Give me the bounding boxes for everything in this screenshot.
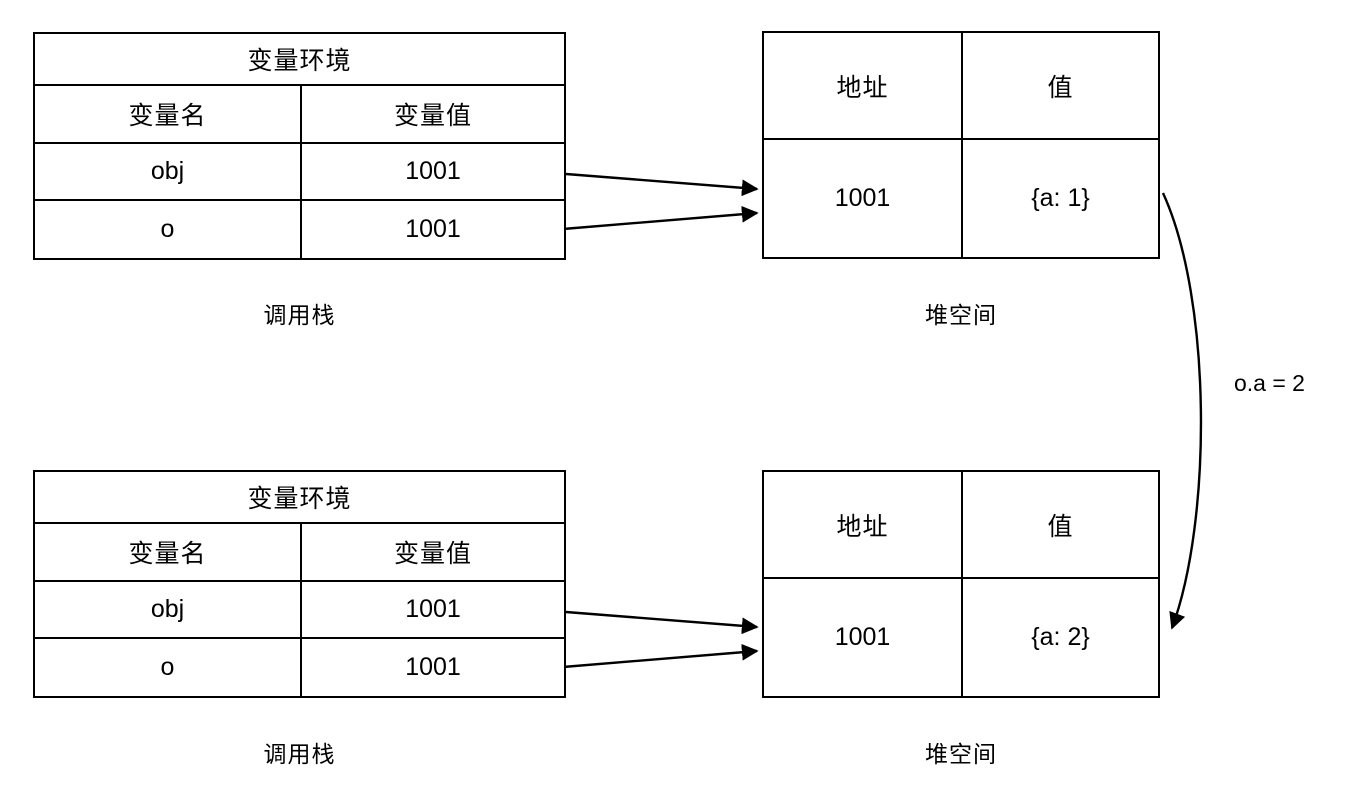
- top-stack-caption: 调用栈: [263, 302, 336, 328]
- top-stack-row0-value: 1001: [405, 156, 461, 185]
- arrow-bottom-obj-to-heap: [565, 610, 759, 635]
- bottom-heap-header-value: 值: [1047, 512, 1074, 541]
- top-heap-row0-address: 1001: [764, 140, 963, 257]
- arrow-top-o-to-heap: [562, 205, 759, 231]
- top-stack-title-row: 变量环境: [35, 34, 564, 87]
- bottom-stack-title-row: 变量环境: [35, 472, 564, 525]
- top-stack-title: 变量环境: [247, 47, 352, 76]
- top-stack-row1-name: o: [35, 200, 302, 258]
- transition-label: o.a = 2: [1234, 370, 1305, 396]
- bottom-stack-header-varname: 变量名: [35, 524, 302, 580]
- top-stack-header-row: 变量名 变量值: [35, 86, 564, 144]
- bottom-stack-table: 变量环境 变量名 变量值 obj 1001 o 1001: [33, 470, 566, 698]
- bottom-heap-row0-value: {a: 2}: [1031, 623, 1090, 652]
- table-row: 1001 {a: 1}: [764, 140, 1158, 257]
- bottom-stack-row0-name: obj: [35, 581, 302, 637]
- table-row: obj 1001: [35, 581, 564, 639]
- table-row: obj 1001: [35, 143, 564, 201]
- arrow-transition-curve: [1161, 192, 1203, 630]
- top-heap-header-value: 值: [1047, 73, 1074, 102]
- top-heap-header-row: 地址 值: [764, 33, 1158, 141]
- bottom-stack-row0-value: 1001: [405, 594, 461, 623]
- top-stack-row0-name: obj: [35, 143, 302, 199]
- top-stack-row1-value: 1001: [405, 214, 461, 243]
- table-row: o 1001: [35, 638, 564, 696]
- table-row: 1001 {a: 2}: [764, 579, 1158, 696]
- bottom-heap-row0-address: 1001: [764, 579, 963, 696]
- bottom-heap-table: 地址 值 1001 {a: 2}: [762, 470, 1160, 698]
- top-heap-table: 地址 值 1001 {a: 1}: [762, 31, 1160, 259]
- bottom-stack-row1-value: 1001: [405, 652, 461, 681]
- arrow-top-obj-to-heap: [565, 172, 759, 197]
- top-heap-row0-value: {a: 1}: [1031, 184, 1090, 213]
- top-stack-header-varvalue: 变量值: [393, 101, 472, 130]
- bottom-stack-row1-name: o: [35, 638, 302, 696]
- arrow-bottom-o-to-heap: [562, 643, 759, 669]
- bottom-heap-caption: 堆空间: [925, 741, 997, 767]
- bottom-stack-header-row: 变量名 变量值: [35, 524, 564, 582]
- bottom-stack-header-varvalue: 变量值: [393, 539, 472, 568]
- top-stack-header-varname: 变量名: [35, 86, 302, 142]
- top-stack-table: 变量环境 变量名 变量值 obj 1001 o 1001: [33, 32, 566, 260]
- bottom-heap-header-address: 地址: [764, 472, 963, 578]
- bottom-stack-caption: 调用栈: [263, 741, 336, 767]
- bottom-stack-title: 变量环境: [247, 485, 352, 514]
- top-heap-header-address: 地址: [764, 33, 963, 139]
- table-row: o 1001: [35, 200, 564, 258]
- bottom-heap-header-row: 地址 值: [764, 472, 1158, 580]
- top-heap-caption: 堆空间: [925, 302, 997, 328]
